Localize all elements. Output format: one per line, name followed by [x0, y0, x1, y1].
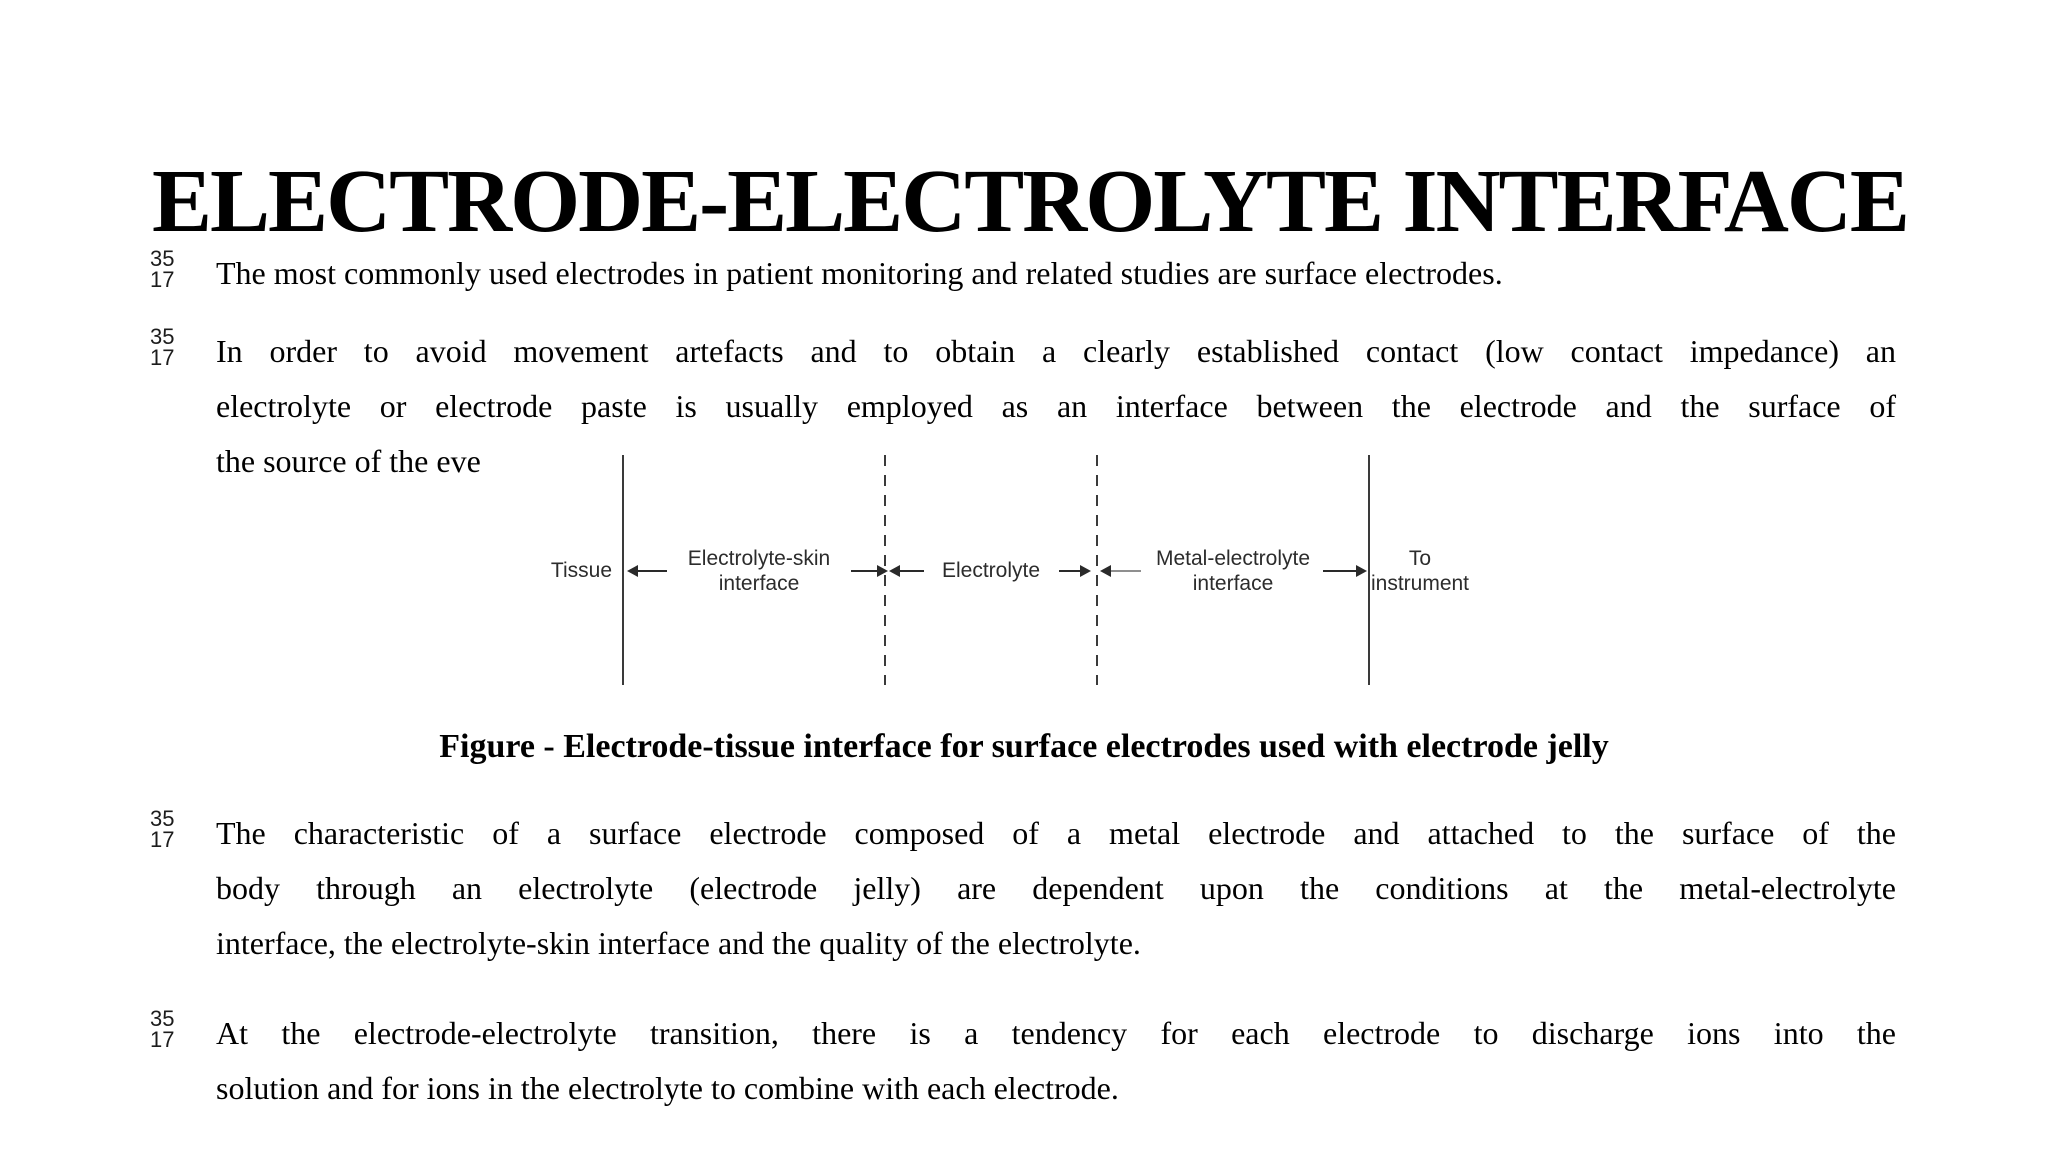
paragraph-line: solution and for ions in the electrolyte…	[216, 1070, 1119, 1106]
line-ref-bottom: 17	[150, 827, 175, 852]
paragraph-line: interface, the electrolyte-skin interfac…	[216, 925, 1141, 961]
electrolyte-skin-interface-label: Electrolyte-skin interface	[649, 546, 869, 596]
to-instrument-label: To instrument	[1360, 546, 1480, 596]
paragraph-line: The most commonly used electrodes in pat…	[216, 255, 1503, 291]
page-title: ELECTRODE-ELECTROLYTE INTERFACE	[152, 152, 1910, 252]
arrow-left-icon	[1100, 565, 1141, 577]
line-ref-marker: 35 17	[150, 324, 196, 370]
paragraph: In order to avoid movement artefacts and…	[216, 324, 1896, 489]
paragraph: The characteristic of a surface electrod…	[216, 806, 1896, 971]
metal-electrolyte-interface-label: Metal-electrolyte interface	[1123, 546, 1343, 596]
paragraph-line: electrolyte or electrode paste is usuall…	[216, 388, 1896, 424]
paragraph-line: At the electrode-electrolyte transition,…	[216, 1015, 1896, 1051]
instrument-boundary-line	[1368, 455, 1370, 685]
paragraph-line: The characteristic of a surface electrod…	[216, 815, 1896, 851]
line-ref-bottom: 17	[150, 1027, 175, 1052]
line-ref-marker: 35 17	[150, 1006, 196, 1052]
line-ref-top: 35	[150, 1006, 175, 1031]
line-ref-top: 35	[150, 246, 175, 271]
electrolyte-label: Electrolyte	[941, 559, 1041, 582]
line-ref-top: 35	[150, 324, 175, 349]
arrow-right-icon	[1059, 565, 1091, 577]
metal-electrolyte-boundary-line	[1096, 455, 1098, 685]
paragraph-line: body through an electrolyte (electrode j…	[216, 870, 1896, 906]
arrow-right-icon	[851, 565, 888, 577]
paragraph-line-truncated: the source of the eve	[216, 443, 481, 479]
arrow-left-icon	[627, 565, 667, 577]
label-line: Electrolyte-skin	[687, 547, 831, 570]
figure-caption: Figure - Electrode-tissue interface for …	[439, 728, 1609, 765]
paragraph: The most commonly used electrodes in pat…	[216, 246, 1896, 301]
label-line: To	[1408, 547, 1432, 570]
line-ref-top: 35	[150, 806, 175, 831]
line-ref-bottom: 17	[150, 345, 175, 370]
label-line: instrument	[1370, 572, 1470, 595]
paragraph-line: In order to avoid movement artefacts and…	[216, 333, 1896, 369]
electrode-tissue-interface-diagram: Tissue Electrolyte-skin interface Electr…	[0, 450, 2048, 700]
tissue-label: Tissue	[550, 559, 612, 582]
arrow-right-icon	[1323, 565, 1367, 577]
label-line: interface	[1192, 572, 1274, 595]
line-ref-bottom: 17	[150, 267, 175, 292]
paragraph: At the electrode-electrolyte transition,…	[216, 1006, 1896, 1116]
arrow-left-icon	[889, 565, 924, 577]
label-line: interface	[718, 572, 800, 595]
line-ref-marker: 35 17	[150, 246, 196, 292]
label-line: Metal-electrolyte	[1155, 547, 1311, 570]
tissue-boundary-line	[622, 455, 624, 685]
line-ref-marker: 35 17	[150, 806, 196, 852]
